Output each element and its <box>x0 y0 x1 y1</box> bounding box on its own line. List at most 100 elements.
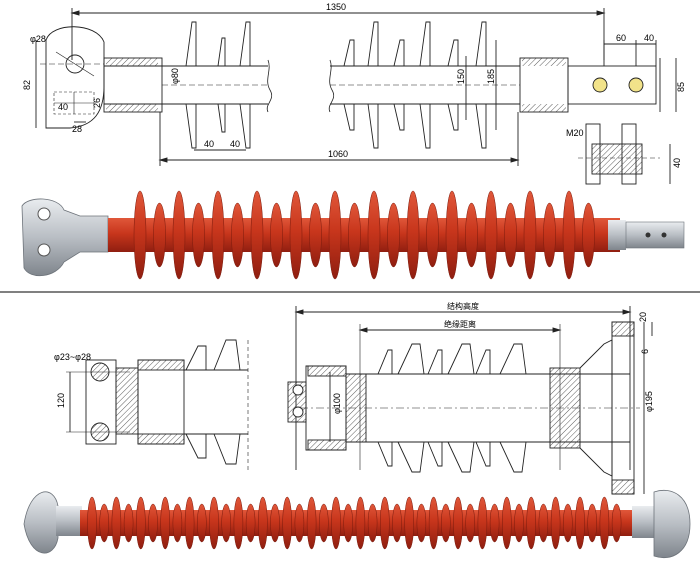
shed <box>245 503 256 543</box>
shed <box>367 503 378 543</box>
shed <box>404 496 414 550</box>
shed <box>523 190 537 280</box>
shed <box>160 496 170 550</box>
dim-flange-diameter: φ195 <box>644 391 654 412</box>
shed <box>406 190 420 280</box>
shed <box>453 496 463 550</box>
shed <box>289 190 303 280</box>
dim-fitting-end: 40 <box>644 33 654 43</box>
dim-bolt-spacing: 120 <box>56 393 66 408</box>
shed <box>526 496 536 550</box>
dim-fitting-len: 60 <box>616 33 626 43</box>
dim-plate-thickness: 40 <box>672 158 682 168</box>
dim-fitting-height: 85 <box>676 82 686 92</box>
shed <box>445 190 459 280</box>
shed <box>477 496 488 550</box>
dim-bolt: M20 <box>566 128 584 138</box>
shed <box>550 496 561 550</box>
dim-hole-diameters: φ23~φ28 <box>54 352 91 362</box>
shed <box>416 503 427 543</box>
dim-hole-a: 26 <box>92 98 102 108</box>
shed <box>172 503 183 543</box>
top-insulator-photo <box>21 190 685 280</box>
bottom-insulator-photo <box>23 489 691 559</box>
dim-flange-thickness: 20 <box>638 312 648 322</box>
dim-flange-step: 6 <box>640 349 650 354</box>
shed <box>575 496 585 550</box>
shed <box>514 503 524 543</box>
shed <box>123 503 134 543</box>
dim-big-shed-diameter: 185 <box>486 69 496 84</box>
shed <box>355 496 366 550</box>
shed <box>211 190 225 280</box>
shed <box>270 503 280 543</box>
shed <box>587 503 597 543</box>
shed <box>426 202 439 268</box>
shed <box>562 190 576 280</box>
dim-shed-diameter: 150 <box>456 69 466 84</box>
dim-insulation-length: 1060 <box>328 149 348 159</box>
shed <box>331 496 341 550</box>
shed <box>343 503 353 543</box>
shed <box>87 496 97 550</box>
bottom-dim-labels: φ23~φ28 120 结构高度 绝缘距离 φ100 20 6 φ195 <box>54 301 654 414</box>
shed <box>233 496 244 550</box>
shed <box>348 202 361 268</box>
shed <box>563 503 573 543</box>
shed <box>582 202 595 268</box>
shed <box>153 202 166 268</box>
shed <box>111 496 122 550</box>
shed <box>231 202 244 268</box>
dim-hole-b: 28 <box>72 124 82 134</box>
shed <box>441 503 451 543</box>
shed <box>543 202 556 268</box>
dim-core-diameter-bottom: φ100 <box>332 393 342 414</box>
dim-shed-pitch-b: 40 <box>230 139 240 149</box>
shed <box>209 496 219 550</box>
shed <box>387 202 400 268</box>
shed <box>192 202 205 268</box>
shed <box>197 503 207 543</box>
label-structure-height: 结构高度 <box>447 301 479 311</box>
label-insulation-distance: 绝缘距离 <box>444 319 476 329</box>
shed <box>465 202 478 268</box>
shed <box>484 190 498 280</box>
shed <box>184 496 195 550</box>
top-dim-labels: 1350 φ28 82 40 26 28 φ80 150 185 40 40 1… <box>22 2 686 168</box>
dim-end-height: 82 <box>22 80 32 90</box>
dim-overall-length: 1350 <box>326 2 346 12</box>
shed <box>489 503 500 543</box>
shed <box>306 496 317 550</box>
dim-hole-spacing: 40 <box>58 102 68 112</box>
shed <box>367 190 381 280</box>
shed <box>465 503 475 543</box>
shed <box>99 503 109 543</box>
dim-shed-pitch-a: 40 <box>204 139 214 149</box>
top-drawing <box>35 8 677 185</box>
bottom-drawing <box>66 306 653 495</box>
shed <box>319 503 329 543</box>
shed <box>172 190 186 280</box>
dim-core-diameter: φ80 <box>170 68 180 84</box>
shed <box>282 496 292 550</box>
shed <box>221 503 231 543</box>
shed <box>328 190 342 280</box>
top-sheds <box>133 190 595 280</box>
shed <box>136 496 146 550</box>
shed <box>258 496 268 550</box>
shed <box>504 202 517 268</box>
shed <box>148 503 158 543</box>
shed <box>133 190 147 280</box>
shed <box>428 496 439 550</box>
shed <box>270 202 283 268</box>
shed <box>380 496 390 550</box>
dim-eye-diameter: φ28 <box>30 34 46 44</box>
shed <box>392 503 402 543</box>
bottom-sheds <box>87 496 622 550</box>
shed <box>611 503 622 543</box>
shed <box>599 496 610 550</box>
shed <box>294 503 305 543</box>
shed <box>250 190 264 280</box>
shed <box>309 202 322 268</box>
